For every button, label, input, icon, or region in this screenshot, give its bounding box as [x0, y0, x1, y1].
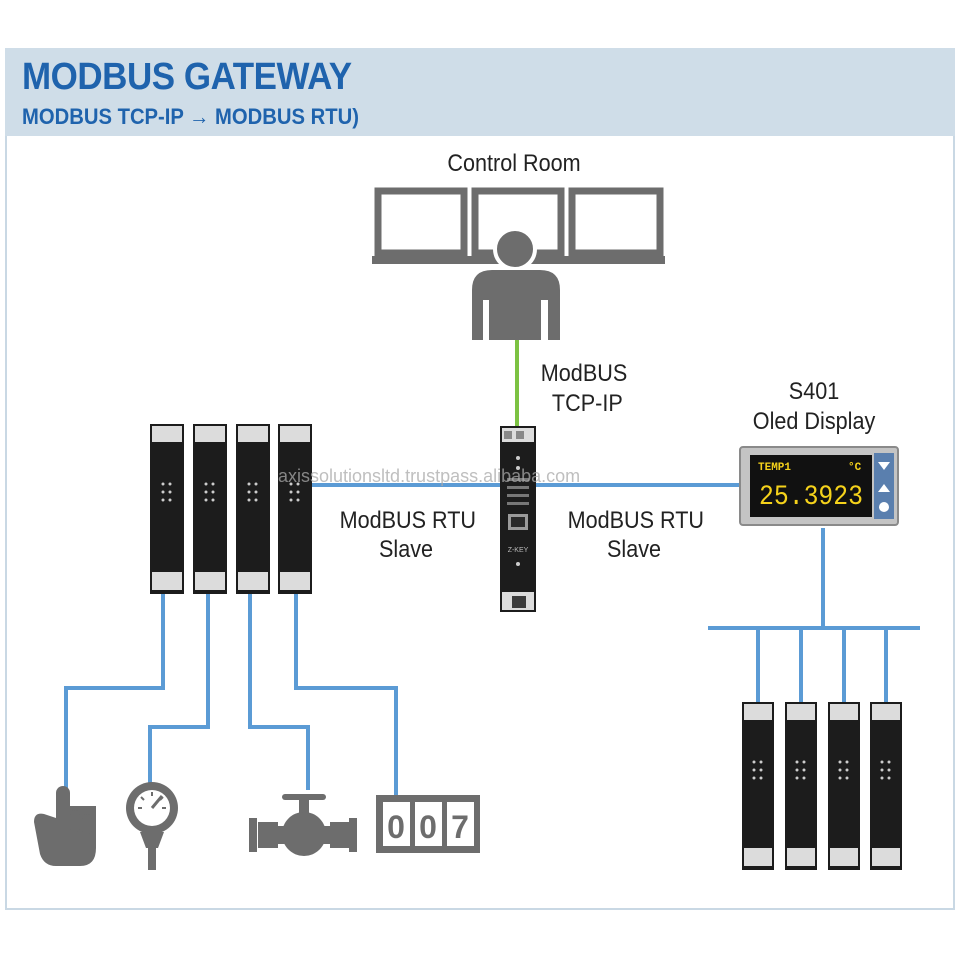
display-value: 25.3923 — [759, 482, 863, 513]
wire-to-valve — [248, 592, 310, 790]
display-label-line1: S401 — [788, 378, 840, 405]
control-room-label: Control Room — [447, 150, 581, 177]
display-unit: °C — [848, 462, 862, 474]
header-band — [5, 48, 955, 136]
counter-digit-1: 0 — [387, 809, 405, 845]
rtu-module — [193, 424, 227, 594]
wire-to-touch — [64, 592, 165, 790]
gateway-model-label: Z-KEY — [508, 547, 529, 554]
rtu-left-label-line2: Slave — [379, 536, 434, 563]
counter-digit-2: 0 — [419, 809, 437, 845]
page-subtitle: MODBUS TCP-IP → MODBUS RTU) — [22, 104, 359, 129]
rtu-module — [236, 424, 270, 594]
rtu-module — [828, 702, 860, 870]
rtu-module — [278, 424, 312, 594]
rtu-module — [785, 702, 817, 870]
up-arrow-icon — [878, 484, 890, 492]
rtu-right-label-line2: Slave — [607, 536, 662, 563]
monitor-icon — [374, 187, 664, 257]
gateway-device: Z-KEY — [500, 426, 536, 612]
enter-button-icon — [879, 502, 889, 512]
down-arrow-icon — [878, 462, 890, 470]
rtu-right-label-line1: ModBUS RTU — [567, 507, 705, 534]
pressure-gauge-icon — [126, 782, 178, 870]
rtu-module — [870, 702, 902, 870]
operator-icon — [472, 227, 560, 340]
tcp-label-line2: TCP-IP — [551, 390, 623, 417]
wire-to-gauge — [148, 592, 210, 790]
counter-icon: 0 0 7 — [376, 795, 480, 853]
oled-display: TEMP1 °C 25.3923 — [739, 446, 899, 526]
watermark: axissolutionsltd.trustpass.alibaba.com — [278, 466, 581, 486]
page-title: MODBUS GATEWAY — [22, 56, 352, 98]
tcp-label-line1: ModBUS — [540, 360, 628, 387]
rtu-slave-group-right — [742, 702, 902, 870]
wire-to-counter — [294, 592, 398, 795]
valve-icon — [249, 794, 357, 856]
rtu-slave-group-left — [150, 424, 312, 594]
rtu-module — [150, 424, 184, 594]
touch-hand-icon — [34, 786, 96, 866]
display-tag: TEMP1 — [758, 462, 791, 474]
rtu-module — [742, 702, 774, 870]
display-label-line2: Oled Display — [752, 408, 876, 435]
rtu-left-label-line1: ModBUS RTU — [339, 507, 477, 534]
counter-digit-3: 7 — [451, 809, 469, 845]
